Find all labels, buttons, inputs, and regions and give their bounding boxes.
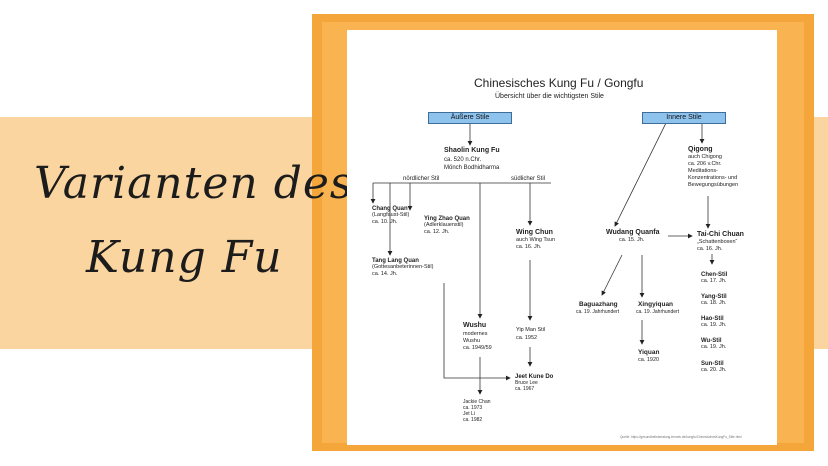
node-chang-date: ca. 10. Jh.: [372, 219, 398, 225]
banner-title-line2: Kung Fu: [86, 232, 283, 283]
node-bagua-date: ca. 19. Jahrhundert: [576, 309, 620, 315]
banner-title-line1: Varianten des: [34, 158, 354, 209]
node-qigong-date: ca. 206 v.Chr.: [688, 161, 722, 167]
node-yingzhao-name: Ying Zhao Quan: [424, 216, 470, 222]
node-xingyi-date: ca. 19. Jahrhundert: [636, 309, 680, 315]
node-yiquan-date: ca. 1920: [638, 357, 660, 363]
node-yingzhao-desc: (Adlerklauenstil): [424, 222, 464, 228]
node-hao-name: Hao-Stil: [701, 316, 724, 322]
node-wushu-date: ca. 1949/59: [463, 345, 492, 351]
diagram-sheet: [347, 30, 777, 445]
node-wushu-l1: modernes: [463, 331, 488, 337]
node-xingyi-name: Xingyiquan: [638, 301, 674, 308]
node-yang-name: Yang-Stil: [701, 294, 727, 300]
node-qigong-desc2: Konzentrations- und: [688, 175, 738, 181]
node-wushu-l2: Wushu: [463, 338, 481, 344]
outer-styles-box: Äußere Stile: [428, 112, 512, 124]
node-ipman-date: ca. 1952: [516, 335, 538, 341]
node-qigong-alt: auch Chigong: [688, 154, 722, 160]
diagram-title: Chinesisches Kung Fu / Gongfu: [474, 76, 644, 90]
diagram-subtitle: Übersicht über die wichtigsten Stile: [495, 93, 604, 100]
node-chang-name: Chang Quan: [372, 206, 408, 212]
node-wushu-name: Wushu: [463, 322, 487, 329]
node-wingchun-name: Wing Chun: [516, 229, 553, 236]
south-style-label: südlicher Stil: [511, 176, 546, 182]
node-yiquan-name: Yiquan: [638, 349, 660, 356]
node-chen-date: ca. 17. Jh.: [701, 278, 727, 284]
node-hao-date: ca. 19. Jh.: [701, 322, 727, 328]
node-wudang-date: ca. 15. Jh.: [619, 237, 645, 243]
node-jetli-name: Jet Li: [463, 411, 475, 417]
node-ipman-name: Yip Man Stil: [516, 327, 546, 333]
node-taichi-name: Tai-Chi Chuan: [697, 231, 744, 238]
node-shaolin-founder: Mönch Bodhidharma: [444, 165, 500, 171]
node-jackie-date: ca. 1973: [463, 405, 483, 411]
inner-styles-box: Innere Stile: [642, 112, 726, 124]
node-qigong-desc1: Meditations-: [688, 168, 718, 174]
node-tanglang-date: ca. 14. Jh.: [372, 271, 398, 277]
node-jkd-date: ca. 1967: [515, 386, 535, 392]
node-chen-name: Chen-Stil: [701, 272, 728, 278]
node-tanglang-name: Tang Lang Quan: [372, 258, 419, 264]
node-sun-date: ca. 20. Jh.: [701, 367, 727, 373]
node-wu-date: ca. 19. Jh.: [701, 344, 727, 350]
node-shaolin-date: ca. 520 n.Chr.: [444, 157, 482, 163]
node-wingchun-date: ca. 16. Jh.: [516, 244, 542, 250]
node-taichi-alt: „Schattenboxen“: [697, 239, 738, 245]
node-qigong-desc3: Bewegungsübungen: [688, 182, 739, 188]
node-tanglang-desc: (Gottesanbeterinnen-Stil): [372, 264, 434, 270]
north-style-label: nördlicher Stil: [403, 176, 440, 182]
node-jackie-name: Jackie Chan: [463, 399, 491, 405]
node-wingchun-alt: auch Wing Tsun: [516, 237, 556, 243]
node-wu-name: Wu-Stil: [701, 338, 722, 344]
node-yingzhao-date: ca. 12. Jh.: [424, 229, 450, 235]
node-jetli-date: ca. 1982: [463, 417, 483, 423]
node-chang-desc: (Langfaust-Stil): [372, 212, 410, 218]
node-taichi-date: ca. 16. Jh.: [697, 246, 723, 252]
node-yang-date: ca. 18. Jh.: [701, 300, 727, 306]
node-qigong-name: Qigong: [688, 146, 713, 153]
source-note: Quelle: https://gesundheitsberatung-fenn…: [620, 435, 742, 439]
node-jkd-name: Jeet Kune Do: [515, 374, 554, 380]
node-wudang-name: Wudang Quanfa: [606, 229, 660, 236]
node-bagua-name: Baguazhang: [579, 301, 618, 308]
node-shaolin-name: Shaolin Kung Fu: [444, 147, 500, 154]
node-jkd-founder: Bruce Lee: [515, 380, 538, 386]
node-sun-name: Sun-Stil: [701, 361, 724, 367]
